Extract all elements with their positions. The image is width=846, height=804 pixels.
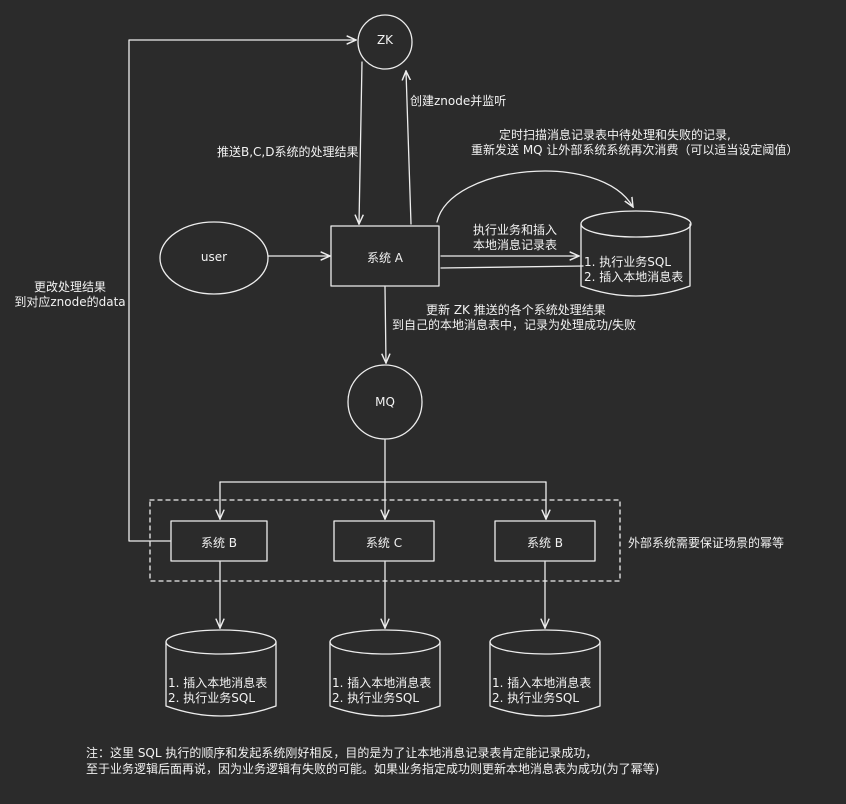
note-line2: 至于业务逻辑后面再说，因为业务逻辑有失败的可能。如果业务指定成功则更新本地消息表… (86, 762, 660, 776)
db-b2-line1: 1. 插入本地消息表 (492, 676, 592, 690)
system-b1-box (170, 520, 268, 562)
label-idempotent: 外部系统需要保证场景的幂等 (628, 536, 785, 550)
db-a-cylinder (580, 210, 692, 297)
label-create-znode: 创建znode并监听 (410, 94, 507, 108)
label-push-results: 推送B,C,D系统的处理结果 (217, 145, 359, 159)
label-exec-line1: 执行业务和插入 (473, 223, 558, 237)
label-change-line1: 更改处理结果 (33, 280, 106, 294)
system-b1-label: 系统 B (200, 536, 238, 550)
db-a-line1: 1. 执行业务SQL (584, 255, 672, 269)
system-c-label: 系统 C (365, 536, 403, 550)
system-b2-box (494, 520, 596, 562)
mq-node (347, 364, 423, 440)
zk-label: ZK (376, 33, 394, 47)
label-exec-line2: 本地消息记录表 (473, 238, 558, 252)
arrow-zk-to-a (359, 61, 362, 224)
label-scan-line1: 定时扫描消息记录表中待处理和失败的记录, (499, 128, 731, 142)
arrow-a-to-zk (406, 71, 412, 225)
arrow-a-to-mq (385, 286, 386, 363)
zk-node (357, 14, 413, 70)
label-change-line2: 到对应znode的data (14, 295, 126, 309)
system-c-box (333, 520, 435, 562)
system-a-label: 系统 A (366, 251, 404, 265)
db-c-line2: 2. 执行业务SQL (332, 691, 420, 705)
arrow-b1-to-zk (128, 40, 356, 542)
db-b1-cylinder (165, 629, 277, 717)
db-b1-line1: 1. 插入本地消息表 (168, 676, 268, 690)
arrow-a-scan-db (436, 170, 633, 223)
db-c-line1: 1. 插入本地消息表 (332, 676, 432, 690)
db-b2-cylinder (489, 629, 601, 717)
note-line1: 注：这里 SQL 执行的顺序和发起系统刚好相反，目的是为了让本地消息记录表肯定能… (86, 746, 598, 760)
user-node (159, 221, 269, 295)
db-c-cylinder (329, 629, 441, 717)
db-b2-line2: 2. 执行业务SQL (492, 691, 580, 705)
line-a-to-db-2 (440, 265, 584, 269)
label-update-line1: 更新 ZK 推送的各个系统处理结果 (426, 303, 606, 317)
system-b2-label: 系统 B (526, 536, 564, 550)
label-update-line2: 到自己的本地消息表中，记录为处理成功/失败 (392, 318, 637, 332)
mq-label: MQ (375, 395, 395, 409)
db-b1-line2: 2. 执行业务SQL (168, 691, 256, 705)
user-label: user (200, 250, 228, 264)
label-scan-line2: 重新发送 MQ 让外部系统系统再次消费（可以适当设定阈值） (471, 143, 799, 157)
db-a-line2: 2. 插入本地消息表 (584, 270, 684, 284)
